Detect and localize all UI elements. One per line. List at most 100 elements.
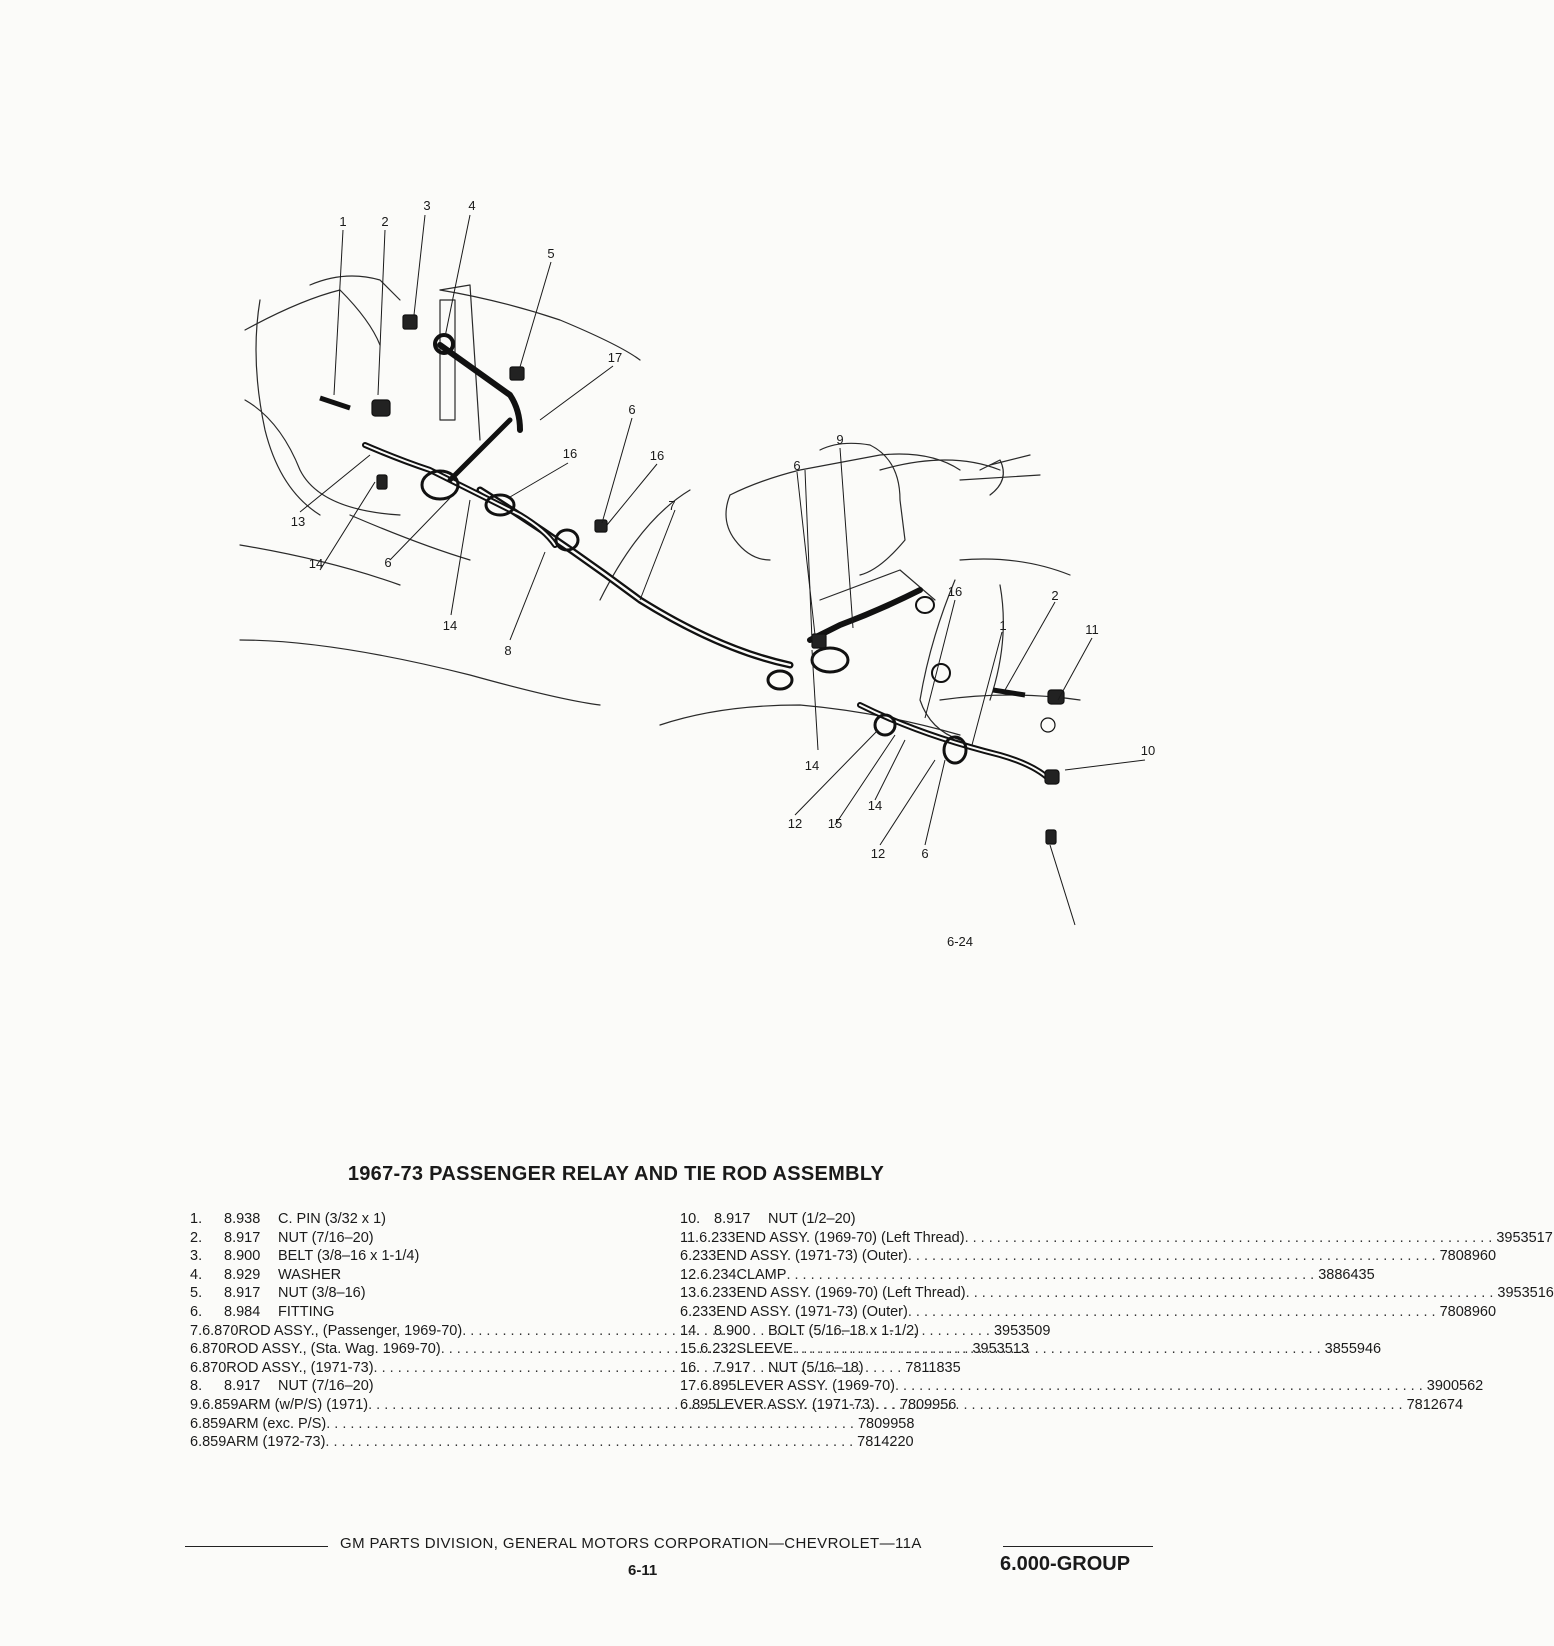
part-code: 7.917 — [714, 1359, 751, 1376]
part-code: 6.233 — [699, 1229, 736, 1246]
callout-number: 14 — [443, 618, 457, 633]
part-description: FITTING — [278, 1303, 335, 1320]
part-row: 15.6.232SLEEVE3855946 — [680, 1340, 1381, 1359]
part-code: 6.895 — [700, 1378, 737, 1395]
figure-id: 6-24 — [947, 934, 974, 949]
part-code: 6.870 — [190, 1341, 227, 1358]
part-catalog-number: 3953516 — [1497, 1285, 1554, 1302]
part-description: ROD ASSY., (1971-73) — [226, 1359, 374, 1376]
callout-number: 14 — [805, 758, 819, 773]
page-number: 6-11 — [628, 1562, 658, 1579]
part-number: 4. — [190, 1266, 203, 1283]
part-code: 8.929 — [224, 1266, 261, 1283]
part-code: 6.234 — [700, 1266, 737, 1283]
part-description: ARM (exc. P/S) — [226, 1415, 327, 1432]
callout-number: 8 — [504, 643, 511, 658]
part-description: NUT (5/16–18) — [768, 1359, 864, 1376]
part-code: 8.900 — [714, 1322, 751, 1339]
part-description: NUT (1/2–20) — [768, 1211, 856, 1227]
part-code: 8.984 — [224, 1303, 261, 1320]
part-number: 12. — [680, 1266, 701, 1283]
callout-number: 6 — [628, 402, 635, 417]
part-number: 14. — [680, 1322, 701, 1339]
part-description: END ASSY. (1969-70) (Left Thread) — [736, 1285, 966, 1302]
part-catalog-number: 7808960 — [1439, 1248, 1497, 1265]
dot-leader — [966, 1284, 1494, 1303]
part-description: LEVER ASSY. (1969-70) — [736, 1378, 895, 1395]
page-title: 1967-73 PASSENGER RELAY AND TIE ROD ASSE… — [347, 1163, 885, 1185]
part-catalog-number: 7809958 — [857, 1415, 915, 1432]
callout-number: 1 — [339, 214, 346, 229]
callout-number: 14 — [309, 556, 323, 571]
part-row: 12.6.234CLAMP3886435 — [680, 1266, 1375, 1285]
callout-number: 16 — [650, 448, 664, 463]
part-catalog-number: 7812674 — [1406, 1396, 1464, 1413]
callout-number: 2 — [1051, 588, 1058, 603]
callout-number: 16 — [948, 584, 962, 599]
part-code: 8.917 — [224, 1285, 261, 1302]
part-description: WASHER — [278, 1266, 342, 1283]
part-code: 8.917 — [224, 1378, 261, 1395]
callout-number: 11 — [1085, 622, 1099, 637]
part-description: C. PIN (3/32 x 1) — [278, 1211, 386, 1227]
part-catalog-number: 3953509 — [993, 1322, 1051, 1339]
part-description: NUT (3/8–16) — [278, 1285, 366, 1302]
part-number: 13. — [680, 1285, 701, 1302]
part-description: NUT (7/16–20) — [278, 1378, 374, 1395]
part-code: 6.859 — [190, 1434, 227, 1451]
part-number: 8. — [190, 1378, 203, 1395]
part-description: END ASSY. (1971-73) (Outer) — [716, 1248, 908, 1265]
dot-leader — [875, 1396, 1403, 1415]
group-label: 6.000-GROUP — [1000, 1553, 1131, 1575]
part-number: 5. — [190, 1285, 203, 1302]
part-catalog-number: 7814220 — [857, 1434, 914, 1451]
part-catalog-number: 7811835 — [905, 1359, 961, 1376]
callout-number: 9 — [836, 432, 843, 447]
part-description: ROD ASSY., (Passenger, 1969-70) — [238, 1322, 463, 1339]
part-code: 6.870 — [202, 1322, 239, 1339]
part-description: ROD ASSY., (Sta. Wag. 1969-70) — [226, 1341, 441, 1358]
callout-number: 13 — [291, 514, 305, 529]
callout-number: 4 — [468, 198, 475, 213]
part-number: 6. — [190, 1303, 203, 1320]
footer-rule-left — [185, 1546, 328, 1547]
callout-number: 15 — [828, 816, 842, 831]
part-row: 5. 8.917 NUT (3/8–16) — [190, 1284, 665, 1303]
part-number: 7. — [190, 1322, 203, 1339]
callout-number: 17 — [608, 350, 622, 365]
part-description: END ASSY. (1969-70) (Left Thread) — [735, 1229, 965, 1246]
part-description: CLAMP — [736, 1266, 787, 1283]
part-number: 17. — [680, 1378, 701, 1395]
part-description: ARM (w/P/S) (1971) — [238, 1396, 369, 1413]
callout-number: 5 — [547, 246, 554, 261]
callout-number: 14 — [868, 798, 882, 813]
callout-number: 6 — [921, 846, 928, 861]
part-number: 3. — [190, 1248, 203, 1265]
part-description: NUT (7/16–20) — [278, 1229, 374, 1246]
part-number: 2. — [190, 1229, 203, 1246]
callout-number: 2 — [381, 214, 388, 229]
part-number: 9. — [190, 1396, 203, 1413]
part-code: 6.233 — [700, 1285, 737, 1302]
callout-number: 12 — [788, 816, 802, 831]
footer-text: GM PARTS DIVISION, GENERAL MOTORS CORPOR… — [340, 1535, 922, 1552]
dot-leader — [908, 1303, 1436, 1322]
callout-number: 12 — [871, 846, 885, 861]
part-code: 8.917 — [714, 1211, 751, 1227]
part-code: 6.895 — [680, 1396, 717, 1413]
